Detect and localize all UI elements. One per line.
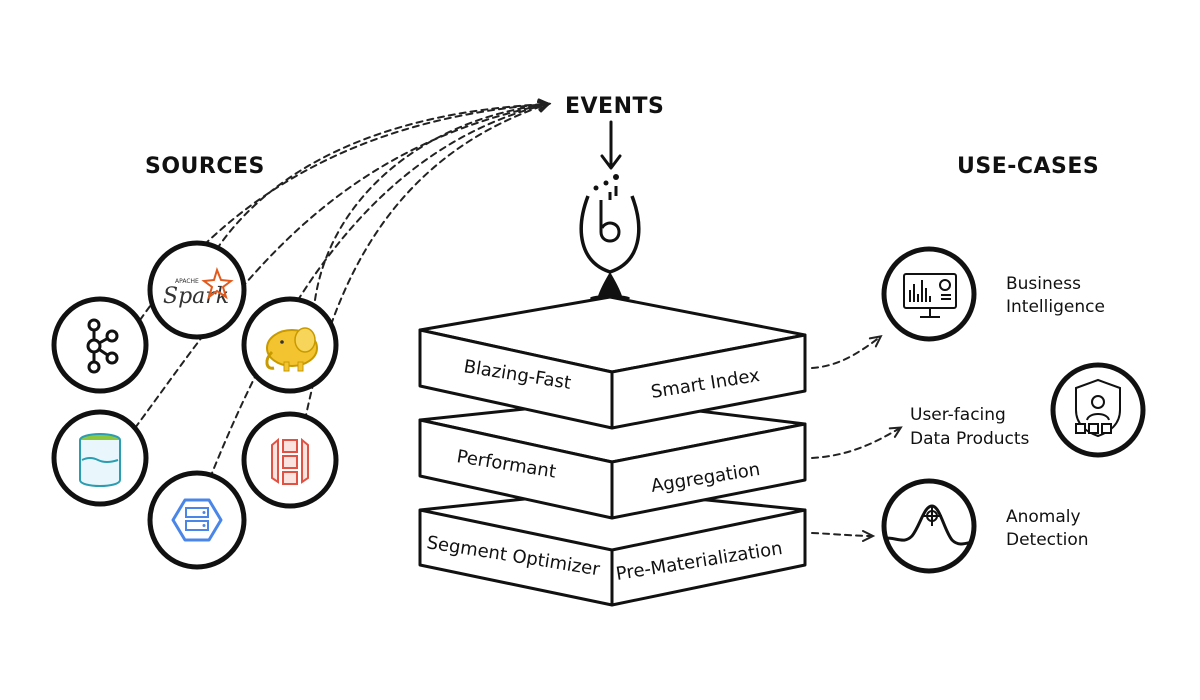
source-hadoop — [241, 296, 339, 394]
layer-stack: Segment Optimizer Pre-Materialization Pe… — [418, 295, 807, 607]
source-google-cloud — [147, 470, 247, 570]
events-down-arrow — [600, 120, 622, 170]
flow-arrow — [811, 335, 883, 369]
spark-icon: APACHE Spark — [163, 266, 234, 309]
use-case-business-intelligence: Business Intelligence — [881, 246, 1105, 342]
flow-arrow — [811, 529, 876, 542]
hadoop-elephant-icon — [265, 327, 318, 372]
layer-performant: Performant Aggregation — [418, 398, 807, 520]
dashboard-monitor-icon — [903, 273, 957, 318]
anomaly-graph-icon — [885, 504, 973, 546]
svg-text:APACHE: APACHE — [175, 278, 199, 285]
use-case-label-line1: User-facing — [910, 405, 1006, 425]
kafka-icon — [86, 318, 119, 374]
source-s3 — [241, 411, 339, 509]
source-data-lake — [51, 409, 149, 507]
flow-arrow — [304, 101, 552, 421]
use-case-label-line2: Intelligence — [1006, 297, 1105, 317]
use-case-user-facing-data-products: User-facing Data Products — [910, 362, 1146, 458]
use-case-label-line1: Anomaly — [1006, 507, 1081, 527]
use-case-anomaly-detection: Anomaly Detection — [881, 478, 1089, 574]
events-header: EVENTS — [565, 94, 664, 119]
use-cases-header: USE-CASES — [957, 154, 1099, 179]
use-case-label-line2: Detection — [1006, 530, 1089, 550]
data-lake-bucket-icon — [79, 433, 121, 487]
layer-blazing-fast: Blazing-Fast Smart Index — [418, 295, 807, 430]
pinot-logo-icon — [579, 174, 641, 301]
s3-bucket-icon — [271, 437, 309, 485]
sources-header: SOURCES — [145, 154, 265, 179]
flow-arrow — [134, 99, 552, 429]
source-to-events-arrows — [134, 98, 552, 479]
source-spark: APACHE Spark — [147, 240, 247, 340]
flow-arrow — [209, 100, 552, 479]
use-case-label-line2: Data Products — [910, 429, 1030, 449]
use-case-label-line1: Business — [1006, 274, 1081, 294]
flow-arrow — [204, 98, 552, 269]
hexagon-storage-icon — [171, 498, 223, 542]
flow-arrow — [314, 99, 552, 301]
flow-arrow — [811, 426, 903, 459]
user-shield-icon — [1075, 378, 1121, 438]
layers-to-use-cases-arrows — [811, 335, 903, 542]
svg-text:Spark: Spark — [163, 284, 229, 309]
source-kafka — [51, 296, 149, 394]
